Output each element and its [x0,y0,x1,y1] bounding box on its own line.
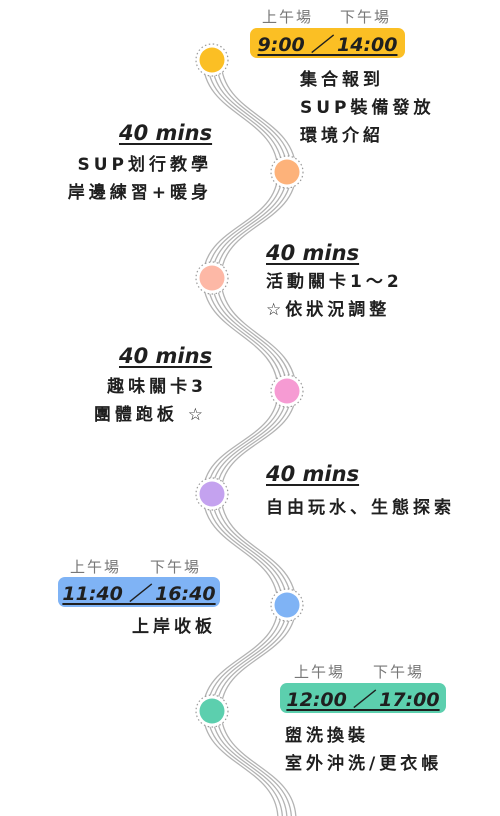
step-dot-5 [199,481,225,507]
step4-activity: 趣味關卡3 團體跑板 ☆ [94,373,207,429]
step7-line2: 室外沖洗/更衣帳 [285,754,443,774]
step2-line2: 岸邊練習+暖身 [67,183,212,203]
session-label-afternoon: 下午場 [340,8,392,26]
step-dot-4 [274,378,300,404]
step3-line2: ☆依狀況調整 [266,300,391,320]
time-box-wrap-up: 12:00 ／ 17:00 [280,683,446,713]
step4-line1: 趣味關卡3 [107,377,207,397]
step1-line2: SUP裝備發放 [300,98,435,118]
timeline-strand [211,59,288,816]
step5-duration: 40 mins [266,462,360,486]
step-dot-1 [199,47,225,73]
step-dot-2 [274,159,300,185]
session-label-morning: 上午場 [262,8,314,26]
step7-line1: 盥洗換裝 [285,726,369,746]
step6-line1: 上岸收板 [132,617,216,637]
step2-line1: SUP划行教學 [77,155,212,175]
step7-activity: 盥洗換裝 室外沖洗/更衣帳 [285,722,442,778]
step5-line1: 自由玩水、生態探索 [266,498,455,518]
session-label-afternoon-2: 下午場 [150,558,202,576]
step-dot-6 [274,592,300,618]
step1-line3: 環境介紹 [300,126,384,146]
time-box-start: 9:00 ／ 14:00 [250,28,405,58]
step-dot-7 [199,698,225,724]
timeline-strand [202,59,279,816]
session-label-morning-3: 上午場 [294,663,346,681]
timeline-strand [215,59,293,816]
step4-duration: 40 mins [119,344,213,368]
step1-line1: 集合報到 [300,70,384,90]
step3-activity: 活動關卡1～2 ☆依狀況調整 [266,268,403,324]
session-label-afternoon-3: 下午場 [373,663,425,681]
timeline-strand [220,59,297,816]
step4-line2: 團體跑板 ☆ [93,405,207,425]
step-dot-3 [199,265,225,291]
step3-line1: 活動關卡1～2 [266,272,403,292]
step2-duration: 40 mins [119,121,213,145]
session-label-morning-2: 上午場 [70,558,122,576]
time-box-end-session: 11:40 ／ 16:40 [58,577,220,607]
step3-duration: 40 mins [266,241,360,265]
step5-activity: 自由玩水、生態探索 [266,494,455,522]
step2-activity: SUP划行教學 岸邊練習+暖身 [68,151,212,207]
step6-activity: 上岸收板 [132,613,216,641]
step1-activity: 集合報到 SUP裝備發放 環境介紹 [300,66,435,150]
timeline-strand [206,59,284,816]
